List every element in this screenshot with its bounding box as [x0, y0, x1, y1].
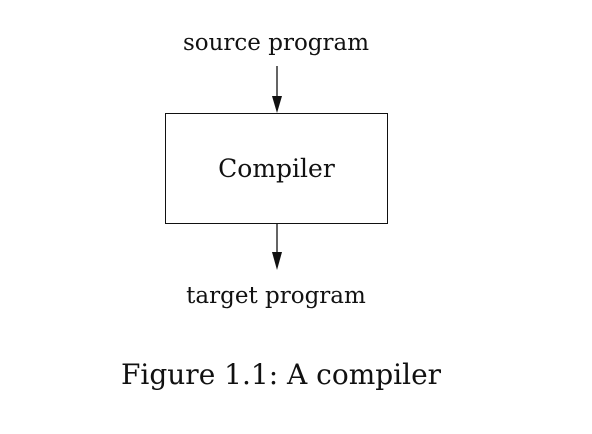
compiler-box: Compiler [165, 113, 388, 224]
output-arrow [272, 224, 282, 270]
input-arrowhead [272, 96, 282, 113]
target-program-label: target program [186, 283, 366, 309]
compiler-label: Compiler [218, 154, 335, 183]
output-arrowhead [272, 252, 282, 270]
figure-caption: Figure 1.1: A compiler [120, 358, 442, 391]
input-arrow [272, 66, 282, 113]
source-program-label: source program [182, 30, 370, 56]
